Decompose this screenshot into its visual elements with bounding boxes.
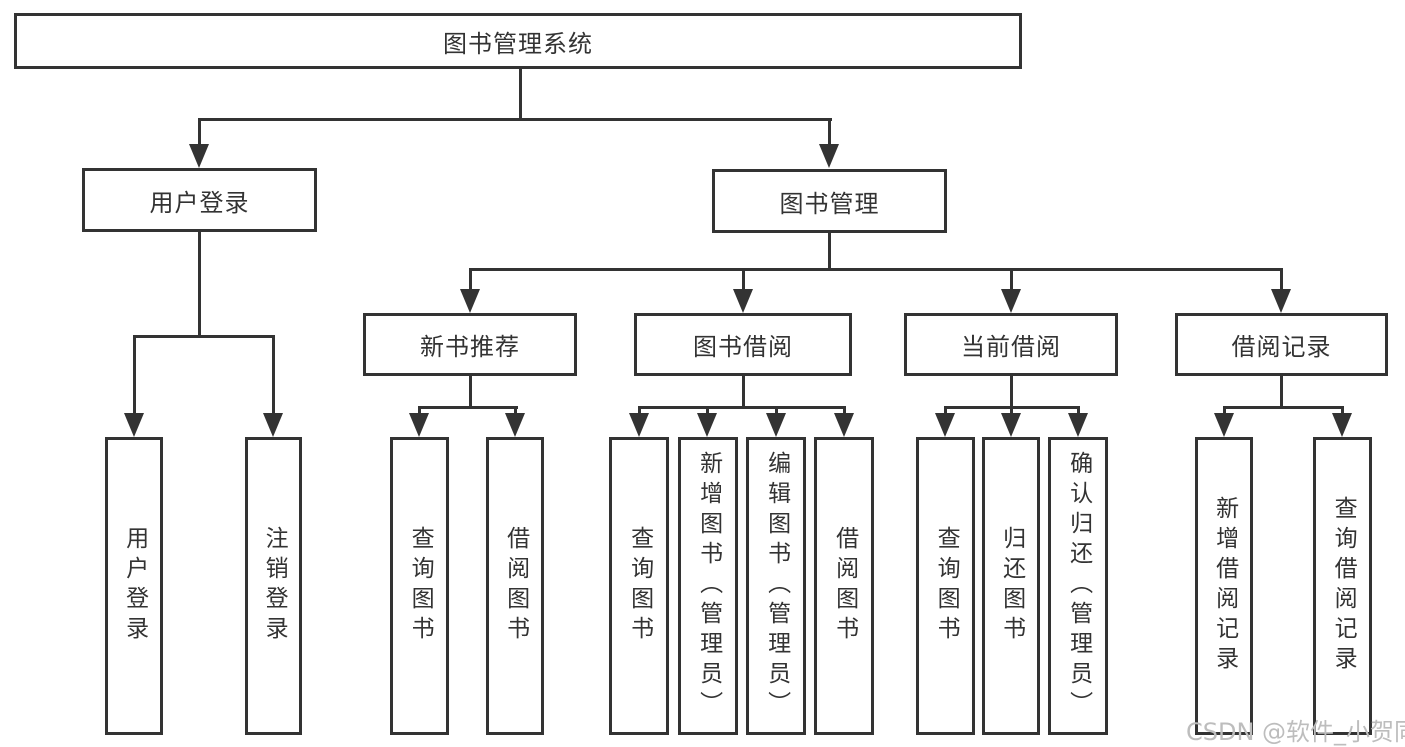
edge-userlogin-drop2 [272,335,275,415]
edge-current-drop1 [944,406,947,418]
leaf-borrowing-borrow-books: 借阅图书 [814,437,874,735]
arrowhead-current-query [935,413,955,437]
arrowhead-borrowing-query [629,413,649,437]
edge-bookmgmt-drop3 [1010,268,1013,292]
leaf-logout: 注销登录 [245,437,302,735]
leaf-user-login: 用户登录 [105,437,163,735]
leaf-query-borrow-record: 查询借阅记录 [1313,437,1372,735]
arrowhead-user-login [189,144,209,168]
node-current-borrowing: 当前借阅 [904,313,1118,376]
edge-borrowing-branch [638,406,846,409]
edge-borrowing-drop2 [706,406,709,418]
arrowhead-recommend-query [409,413,429,437]
edge-current-drop3 [1077,406,1080,418]
node-root: 图书管理系统 [14,13,1022,69]
edge-borrowing-drop3 [775,406,778,418]
leaf-borrowing-query-books-label: 查询图书 [626,526,653,646]
edge-userlogin-drop1 [133,335,136,415]
edge-current-drop2 [1010,406,1013,418]
node-book-management: 图书管理 [712,169,947,233]
leaf-current-query-books-label: 查询图书 [933,526,960,646]
arrowhead-leaf-user-login [124,413,144,437]
node-book-management-label: 图书管理 [779,189,880,218]
edge-recommend-branch [418,406,518,409]
leaf-current-query-books: 查询图书 [916,437,975,735]
leaf-add-borrow-record-label: 新增借阅记录 [1211,496,1238,676]
edge-userlogin-stem [198,230,201,337]
arrowhead-borrowing-borrow [834,413,854,437]
arrowhead-leaf-logout [263,413,283,437]
arrowhead-new-book-recommendation [460,289,480,313]
leaf-recommend-borrow-books-label: 借阅图书 [502,526,529,646]
arrowhead-current-confirm [1068,413,1088,437]
arrowhead-records-add [1214,413,1234,437]
node-new-book-recommendation-label: 新书推荐 [420,333,520,361]
arrowhead-current-return [1001,413,1021,437]
node-book-borrowing-label: 图书借阅 [693,333,793,361]
leaf-edit-books-admin-label: 编辑图书（管理员） [763,451,790,721]
node-user-login-label: 用户登录 [149,188,250,217]
edge-bookmgmt-drop1 [469,268,472,292]
arrowhead-current-borrowing [1001,289,1021,313]
edge-userlogin-branch [133,335,275,338]
node-borrowing-records-label: 借阅记录 [1231,333,1332,361]
edge-root-drop-right [828,118,831,148]
edge-recommend-drop1 [418,406,421,418]
node-new-book-recommendation: 新书推荐 [363,313,577,376]
edge-bookmgmt-drop2 [742,268,745,292]
edge-recommend-drop2 [514,406,517,418]
edge-borrowing-drop1 [638,406,641,418]
leaf-confirm-return-admin-label: 确认归还（管理员） [1065,451,1092,721]
arrowhead-borrowing-add [697,413,717,437]
leaf-recommend-borrow-books: 借阅图书 [486,437,544,735]
arrowhead-recommend-borrow [505,413,525,437]
leaf-borrowing-query-books: 查询图书 [609,437,669,735]
arrowhead-records-query [1332,413,1352,437]
leaf-edit-books-admin: 编辑图书（管理员） [746,437,806,735]
leaf-confirm-return-admin: 确认归还（管理员） [1048,437,1108,735]
node-current-borrowing-label: 当前借阅 [961,333,1061,361]
leaf-logout-label: 注销登录 [261,526,288,646]
leaf-add-books-admin: 新增图书（管理员） [678,437,738,735]
edge-root-stem [519,68,522,120]
edge-root-branch [198,118,832,121]
edge-records-drop1 [1223,406,1226,418]
node-book-borrowing: 图书借阅 [634,313,852,376]
edge-records-branch [1223,406,1344,409]
edge-records-drop2 [1341,406,1344,418]
edge-bookmgmt-drop4 [1280,268,1283,292]
leaf-add-borrow-record: 新增借阅记录 [1195,437,1253,735]
edge-root-drop-left [198,118,201,148]
edge-recommend-stem [469,374,472,408]
edge-borrowing-stem [742,374,745,408]
leaf-recommend-query-books: 查询图书 [390,437,449,735]
arrowhead-borrowing-edit [766,413,786,437]
edge-bookmgmt-stem [828,231,831,271]
leaf-user-login-label: 用户登录 [121,526,148,646]
edge-current-stem [1010,374,1013,408]
csdn-watermark: CSDN @软件_小贺同学 [1186,718,1405,746]
leaf-add-books-admin-label: 新增图书（管理员） [695,451,722,721]
arrowhead-book-management [819,144,839,168]
node-borrowing-records: 借阅记录 [1175,313,1388,376]
arrowhead-book-borrowing [733,289,753,313]
leaf-return-books-label: 归还图书 [998,526,1025,646]
leaf-borrowing-borrow-books-label: 借阅图书 [831,526,858,646]
leaf-recommend-query-books-label: 查询图书 [407,526,434,646]
edge-records-stem [1280,374,1283,408]
node-root-label: 图书管理系统 [443,29,593,58]
leaf-return-books: 归还图书 [982,437,1040,735]
edge-borrowing-drop4 [843,406,846,418]
edge-bookmgmt-branch [469,268,1283,271]
arrowhead-borrowing-records [1271,289,1291,313]
node-user-login: 用户登录 [82,168,317,232]
leaf-query-borrow-record-label: 查询借阅记录 [1330,496,1357,676]
